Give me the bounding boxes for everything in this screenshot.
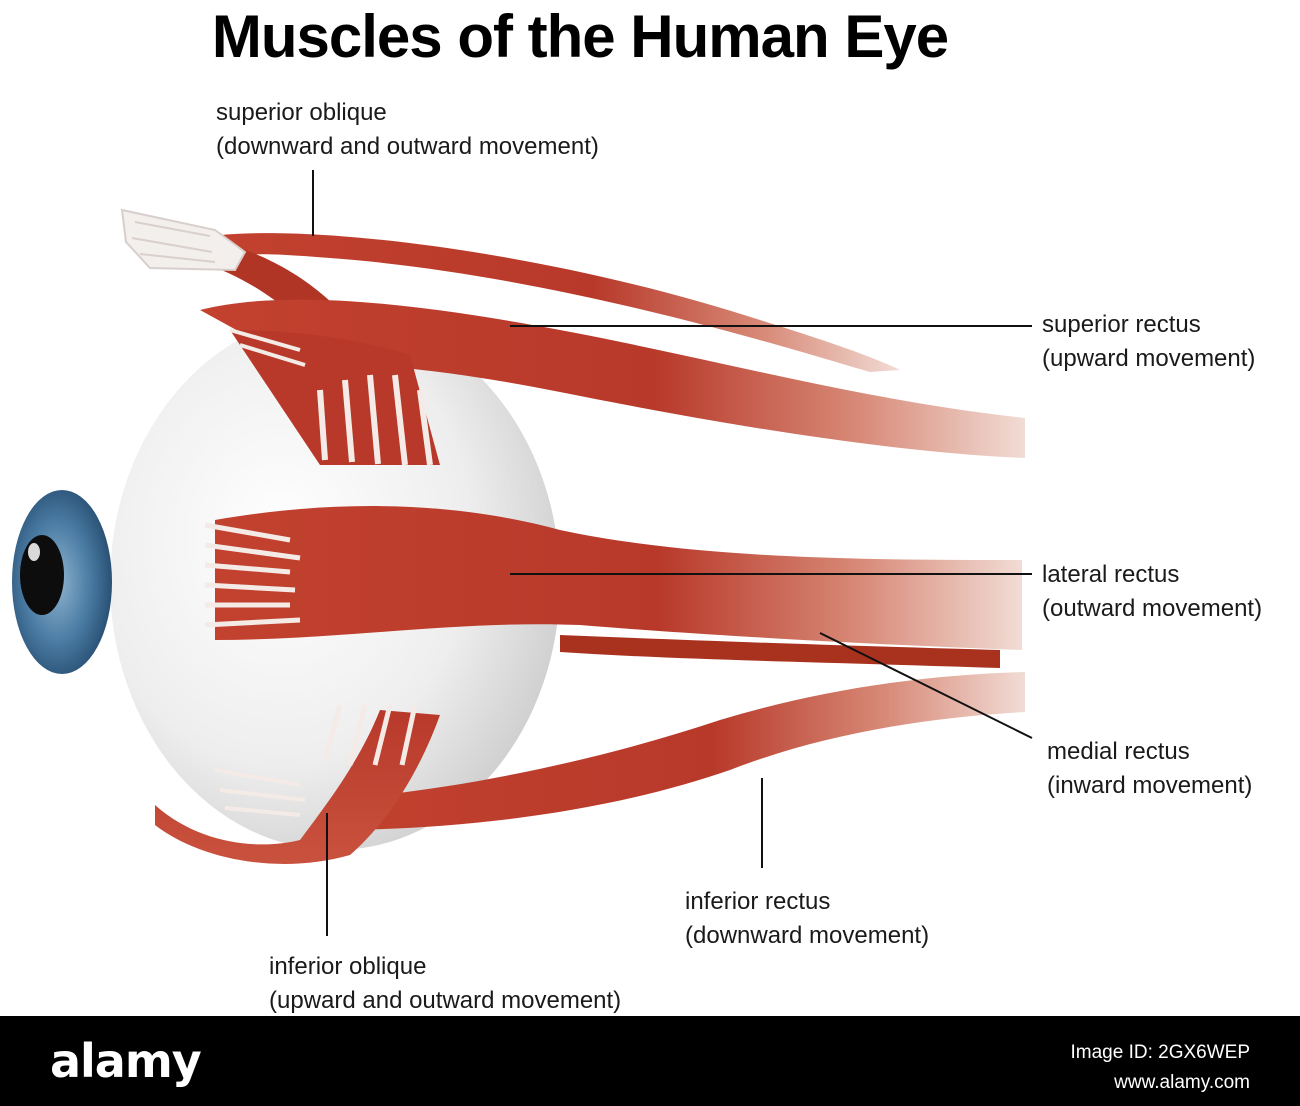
label-superior-rectus: superior rectus (upward movement) bbox=[1042, 311, 1256, 372]
medial-rectus-muscle bbox=[560, 635, 1000, 668]
label-lateral-rectus: lateral rectus (outward movement) bbox=[1042, 561, 1263, 622]
image-id-block: Image ID: 2GX6WEP www.alamy.com bbox=[1070, 1038, 1250, 1098]
label-medial-rectus: medial rectus (inward movement) bbox=[1047, 738, 1253, 799]
site-url: www.alamy.com bbox=[1114, 1072, 1250, 1093]
trochlea bbox=[120, 208, 247, 272]
label-inferior-oblique: inferior oblique (upward and outward mov… bbox=[269, 953, 622, 1014]
label-inferior-rectus: inferior rectus (downward movement) bbox=[685, 888, 930, 949]
inferior-oblique-muscle bbox=[155, 710, 440, 864]
watermark-footer: alamy Image ID: 2GX6WEP www.alamy.com bbox=[0, 1016, 1300, 1106]
inferior-rectus-muscle bbox=[330, 672, 1025, 830]
label-superior-oblique: superior oblique (downward and outward m… bbox=[216, 99, 599, 160]
superior-oblique-muscle bbox=[220, 233, 900, 372]
lateral-rectus-muscle bbox=[215, 506, 1022, 650]
image-id: Image ID: 2GX6WEP bbox=[1070, 1042, 1250, 1063]
iris bbox=[12, 490, 112, 674]
diagram-title: Muscles of the Human Eye bbox=[211, 3, 949, 70]
eye-diagram bbox=[12, 170, 1033, 936]
pointer-lines bbox=[312, 170, 1033, 936]
brand-logo: alamy bbox=[50, 1034, 202, 1088]
superior-rectus-muscle bbox=[200, 299, 1025, 458]
pupil bbox=[20, 535, 64, 615]
